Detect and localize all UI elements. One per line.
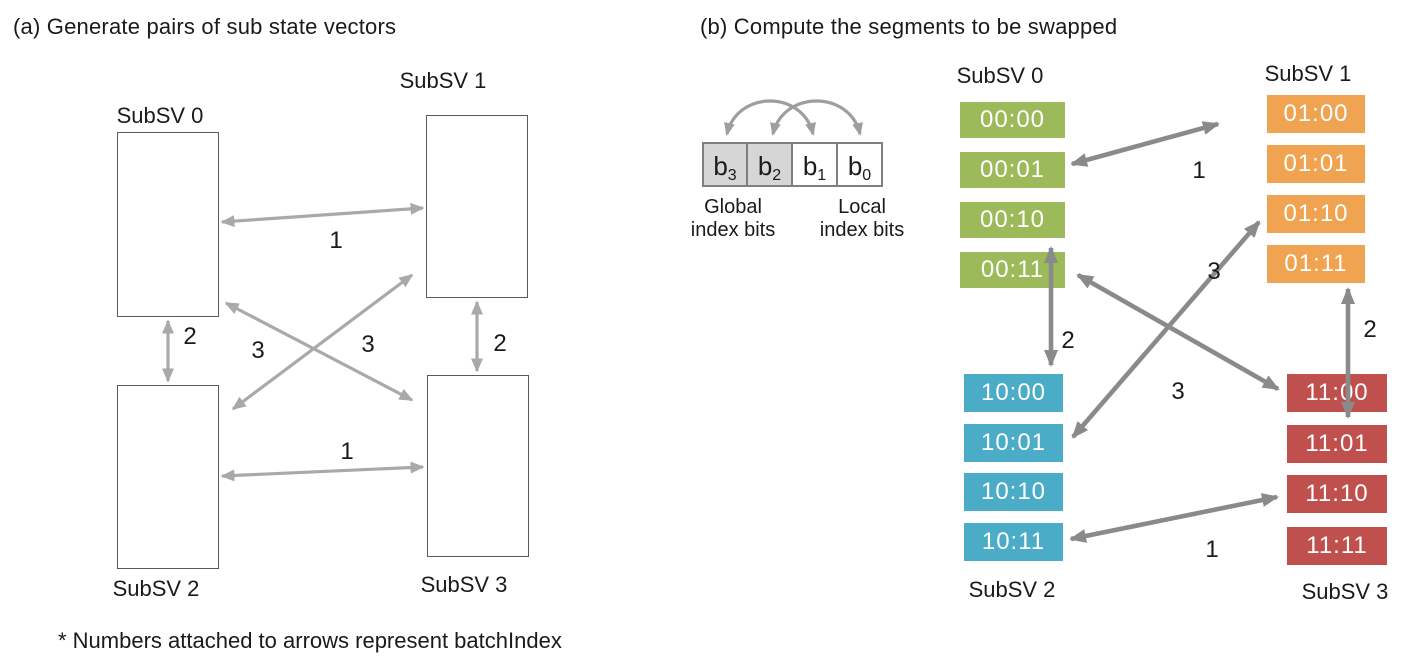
panel-a-subsv1-label: SubSV 1: [399, 68, 487, 93]
panel-a-subsv2-label: SubSV 2: [112, 576, 200, 601]
local-index-bits-label: Local index bits: [820, 196, 905, 242]
arrow-b-batch1-bottom: [1069, 493, 1279, 543]
batch-label-a2-right: 2: [493, 330, 507, 357]
segment-11-11: 11:11: [1287, 527, 1387, 565]
local-index-bits-line2: index bits: [819, 219, 905, 241]
panel-a-subsv0-box: [117, 132, 219, 317]
batch-label-a3-right: 3: [361, 331, 375, 358]
global-index-bits-line2: index bits: [690, 219, 776, 241]
segment-10-01: 10:01: [964, 424, 1063, 462]
panel-b-subsv2-label: SubSV 2: [968, 577, 1056, 602]
bit-cell-b0-subscript: 0: [862, 167, 872, 184]
bit-cell-b2-subscript: 2: [772, 167, 782, 184]
batch-label-b2-left: 2: [1061, 327, 1075, 354]
bit-cell-b2-base: b: [757, 151, 773, 181]
arrow-a-batch1-top: [220, 202, 425, 228]
segment-11-01: 11:01: [1287, 425, 1387, 463]
segment-11-10: 11:10: [1287, 475, 1387, 513]
arrow-a-batch1-bottom: [220, 461, 425, 482]
arrow-b-batch3-0011-1100: [1076, 273, 1280, 391]
panel-a-subsv0-label: SubSV 0: [116, 103, 204, 128]
global-index-bits-line1: Global: [704, 196, 762, 218]
bit-cell-b1-base: b: [802, 151, 818, 181]
panel-a-subsv2-box: [117, 385, 219, 569]
bit-cell-b1-subscript: 1: [817, 167, 827, 184]
arrow-b-batch3-1001-0110: [1071, 220, 1261, 439]
panel-b-subsv3-label: SubSV 3: [1301, 579, 1389, 604]
batch-label-b3-lower: 3: [1171, 378, 1185, 405]
bit-cell-b0-base: b: [847, 151, 863, 181]
segment-00-11: 00:11: [960, 252, 1065, 288]
panel-b-subsv1-label: SubSV 1: [1264, 61, 1352, 86]
segment-11-00: 11:00: [1287, 374, 1387, 412]
segment-10-10: 10:10: [964, 473, 1063, 511]
batch-label-b3-upper: 3: [1207, 258, 1221, 285]
batch-label-a2-left: 2: [183, 323, 197, 350]
local-index-bits-line1: Local: [838, 196, 886, 218]
segment-00-10: 00:10: [960, 202, 1065, 238]
segment-00-00: 00:00: [960, 102, 1065, 138]
batch-label-b1-bottom: 1: [1205, 536, 1219, 563]
batch-label-b1-top: 1: [1192, 157, 1206, 184]
segment-01-01: 01:01: [1267, 145, 1365, 183]
bit-cell-b3-subscript: 3: [727, 167, 737, 184]
segment-10-00: 10:00: [964, 374, 1063, 412]
panel-a-subsv1-box: [426, 115, 528, 298]
segment-01-11: 01:11: [1267, 245, 1365, 283]
batch-label-b2-right: 2: [1363, 316, 1377, 343]
panel-b-title: (b) Compute the segments to be swapped: [700, 14, 1118, 39]
segment-00-01: 00:01: [960, 152, 1065, 188]
segment-10-11: 10:11: [964, 523, 1063, 561]
panel-a-subsv3-label: SubSV 3: [420, 572, 508, 597]
batch-label-a3-left: 3: [251, 337, 265, 364]
global-index-bits-label: Global index bits: [691, 196, 776, 242]
bit-swap-arc-b3-b1: [724, 99, 816, 136]
panel-a-subsv3-box: [427, 375, 529, 557]
segment-01-00: 01:00: [1267, 95, 1365, 133]
panel-b-subsv0-label: SubSV 0: [956, 63, 1044, 88]
batch-label-a1-top: 1: [329, 227, 343, 254]
bit-swap-arc-b2-b0: [770, 99, 863, 136]
panel-a-title: (a) Generate pairs of sub state vectors: [13, 14, 397, 39]
bit-cell-b3-base: b: [713, 151, 728, 181]
segment-01-10: 01:10: [1267, 195, 1365, 233]
batch-label-a1-bottom: 1: [340, 438, 354, 465]
footnote: * Numbers attached to arrows represent b…: [58, 628, 562, 653]
